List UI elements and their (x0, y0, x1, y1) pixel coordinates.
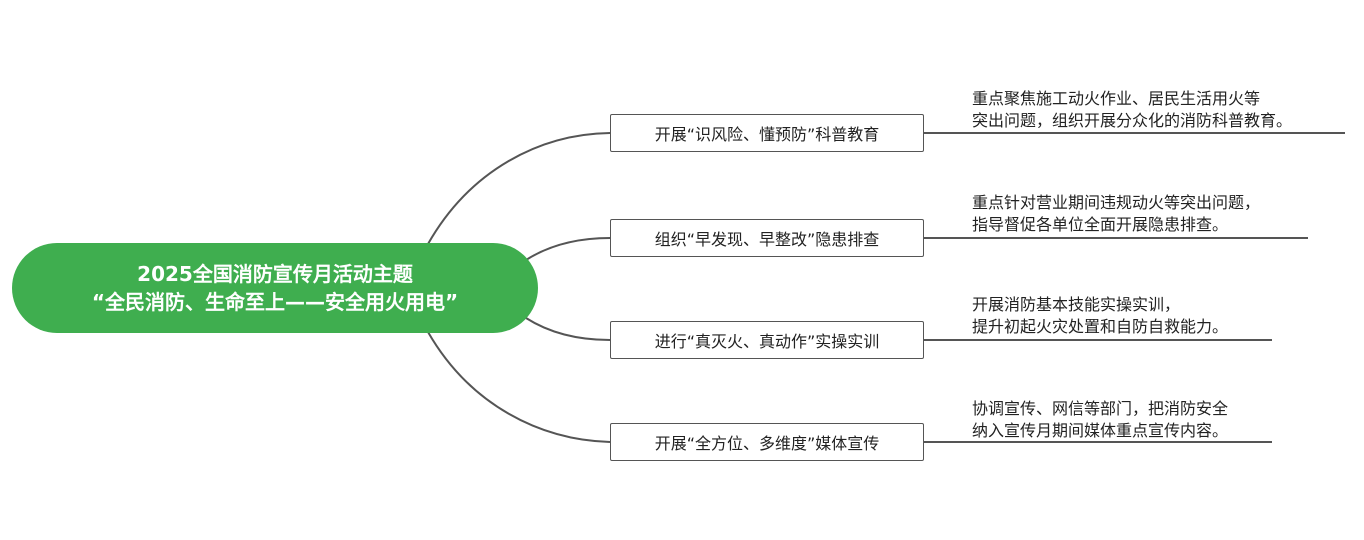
branch-detail-4-line-1: 协调宣传、网信等部门，把消防安全 (972, 399, 1229, 418)
central-topic: 2025全国消防宣传月活动主题 “全民消防、生命至上——安全用火用电” (12, 243, 538, 333)
branch-detail-2-line-2: 指导督促各单位全面开展隐患排查。 (972, 215, 1229, 234)
connector-root-to-branch-3 (525, 317, 611, 341)
branch-detail-1: 重点聚焦施工动火作业、居民生活用火等 突出问题，组织开展分众化的消防科普教育。 (972, 88, 1292, 132)
branch-node-1: 开展“识风险、懂预防”科普教育 (610, 114, 924, 152)
connector-root-to-branch-4 (427, 331, 611, 443)
branch-detail-3-line-1: 开展消防基本技能实操实训， (972, 295, 1181, 314)
branch-node-4: 开展“全方位、多维度”媒体宣传 (610, 423, 924, 461)
branch-detail-1-line-1: 重点聚焦施工动火作业、居民生活用火等 (972, 89, 1261, 108)
branch-detail-1-line-2: 突出问题，组织开展分众化的消防科普教育。 (972, 111, 1293, 130)
branch-detail-2-line-1: 重点针对营业期间违规动火等突出问题， (972, 193, 1261, 212)
branch-node-2: 组织“早发现、早整改”隐患排查 (610, 219, 924, 257)
central-topic-line-2: “全民消防、生命至上——安全用火用电” (91, 290, 459, 314)
branch-detail-3-line-2: 提升初起火灾处置和自防自救能力。 (972, 317, 1229, 336)
connector-root-to-branch-2 (525, 237, 611, 261)
branch-detail-4-line-2: 纳入宣传月期间媒体重点宣传内容。 (972, 421, 1229, 440)
branch-detail-2: 重点针对营业期间违规动火等突出问题， 指导督促各单位全面开展隐患排查。 (972, 192, 1260, 236)
branch-detail-4: 协调宣传、网信等部门，把消防安全 纳入宣传月期间媒体重点宣传内容。 (972, 398, 1228, 442)
central-topic-line-1: 2025全国消防宣传月活动主题 (137, 262, 413, 286)
branch-detail-3: 开展消防基本技能实操实训， 提升初起火灾处置和自防自救能力。 (972, 294, 1228, 338)
connector-root-to-branch-1 (427, 132, 611, 245)
branch-node-3: 进行“真灭火、真动作”实操实训 (610, 321, 924, 359)
